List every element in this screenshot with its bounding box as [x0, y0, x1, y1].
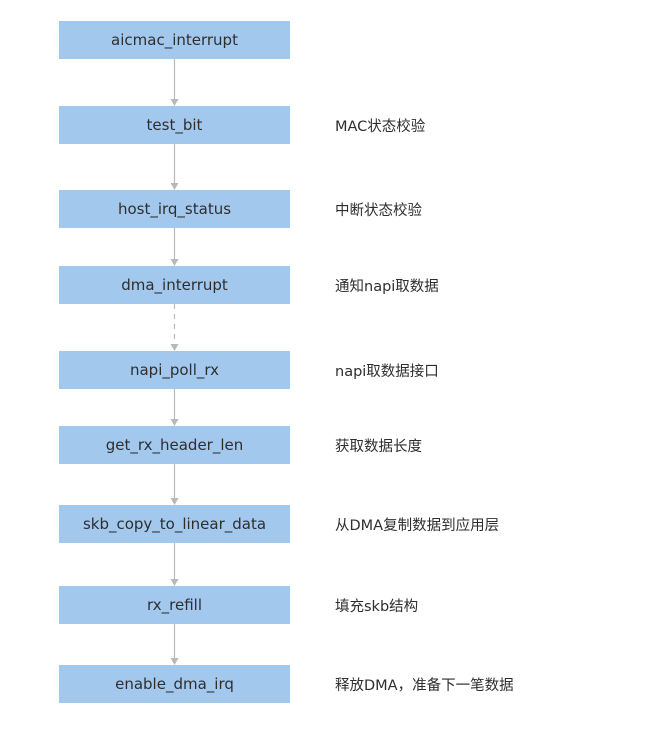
desc-napi-poll-rx: napi取数据接口: [335, 363, 439, 380]
edge-arrowhead-5: [170, 498, 179, 505]
edge-arrowhead-0: [170, 99, 179, 106]
edge-arrowhead-2: [170, 259, 179, 266]
node-test-bit: test_bit: [59, 106, 290, 144]
desc-skb-copy-to-linear-data: 从DMA复制数据到应用层: [335, 517, 500, 534]
node-napi-poll-rx: napi_poll_rx: [59, 351, 290, 389]
node-rx-refill: rx_refill: [59, 586, 290, 624]
node-dma-interrupt: dma_interrupt: [59, 266, 290, 304]
edge-arrowhead-6: [170, 579, 179, 586]
desc-enable-dma-irq: 释放DMA，准备下一笔数据: [335, 677, 514, 694]
edge-arrowhead-1: [170, 183, 179, 190]
desc-host-irq-status: 中断状态校验: [335, 202, 422, 219]
node-skb-copy-to-linear-data: skb_copy_to_linear_data: [59, 505, 290, 543]
node-enable-dma-irq: enable_dma_irq: [59, 665, 290, 703]
edge-arrowhead-4: [170, 419, 179, 426]
edge-arrowhead-7: [170, 658, 179, 665]
desc-rx-refill: 填充skb结构: [335, 598, 419, 615]
node-aicmac-interrupt: aicmac_interrupt: [59, 21, 290, 59]
desc-get-rx-header-len: 获取数据长度: [335, 438, 422, 455]
node-host-irq-status: host_irq_status: [59, 190, 290, 228]
edge-arrowhead-3: [170, 344, 179, 351]
node-get-rx-header-len: get_rx_header_len: [59, 426, 290, 464]
desc-dma-interrupt: 通知napi取数据: [335, 278, 439, 295]
desc-test-bit: MAC状态校验: [335, 118, 426, 135]
